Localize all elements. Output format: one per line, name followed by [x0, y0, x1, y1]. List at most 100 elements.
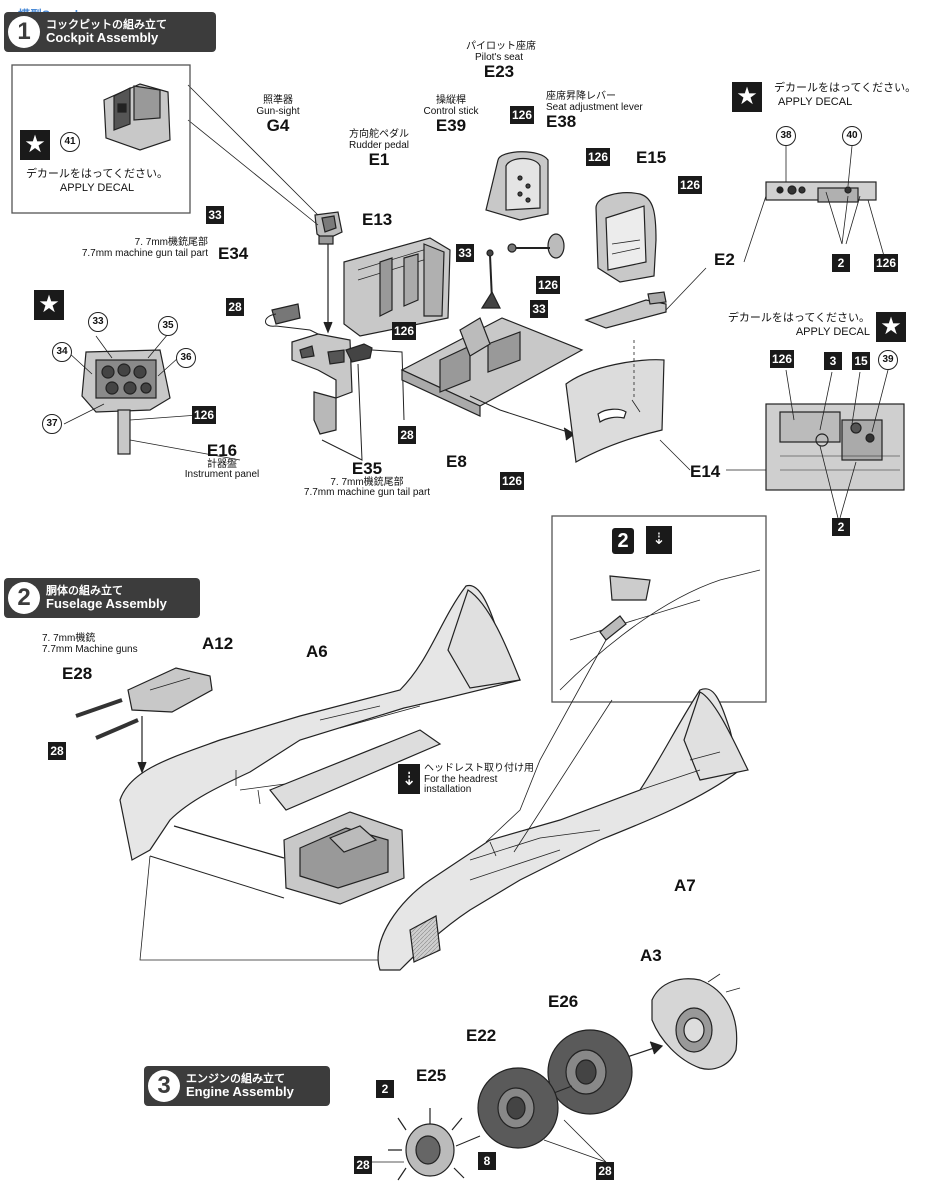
- cockpit-module: [283, 811, 405, 905]
- paint-number: 126: [392, 322, 417, 340]
- paint-number: 28: [596, 1162, 614, 1180]
- label-en: 7.7mm machine gun tail part: [81, 247, 208, 259]
- decal-note-ja: デカールをはってください。: [774, 82, 917, 94]
- e35-label: E35 7. 7mm機銃尾部 7.7mm machine gun tail pa…: [292, 460, 442, 499]
- e38-lever: [507, 233, 565, 259]
- e14-code: E14: [690, 462, 721, 481]
- decal-note-en: APPLY DECAL: [59, 181, 135, 194]
- a6-fuselage-half: [119, 584, 521, 861]
- a3-code: A3: [640, 946, 662, 965]
- label-ja: 計器盤: [207, 458, 237, 470]
- e13-code: E13: [362, 210, 393, 229]
- decal-note-en: APPLY DECAL: [795, 325, 870, 338]
- label-ja: 方向舵ペダル: [349, 129, 409, 140]
- e34-label: 7. 7mm機銃尾部 7.7mm machine gun tail part: [58, 237, 208, 259]
- a12-code: A12: [202, 634, 234, 653]
- e35-part: [345, 343, 373, 363]
- paint-number: 28: [48, 742, 66, 760]
- paint-number: 33: [530, 300, 548, 318]
- label-en: For the headrest installation: [424, 773, 498, 795]
- decal-note: デカールをはってください。 APPLY DECAL: [724, 312, 870, 340]
- step-number: 2: [8, 582, 40, 614]
- star-icon: ★: [20, 130, 50, 160]
- instrument-panel-diagram: [81, 349, 171, 455]
- gunsight-label: 照準器 Gun-sight G4: [248, 95, 308, 135]
- a3-cowl: [651, 973, 741, 1070]
- inset-leader: [187, 84, 319, 226]
- star-icon: ★: [876, 312, 906, 342]
- e34-code: E34: [218, 244, 249, 263]
- step-2-header: 2 胴体の組み立て Fuselage Assembly: [4, 578, 200, 618]
- e25-code: E25: [416, 1066, 447, 1085]
- decal-note: デカールをはってください。 APPLY DECAL: [774, 82, 916, 110]
- label-ja: ヘッドレスト取り付け用: [424, 763, 534, 774]
- label-ja: 7. 7mm機銃尾部: [134, 237, 208, 248]
- label-en: Pilot's seat: [474, 51, 524, 63]
- e8-floor: [400, 317, 584, 417]
- label-en: 7.7mm machine gun tail part: [303, 487, 431, 499]
- part-code: E1: [368, 150, 390, 169]
- paint-number: 8: [478, 1152, 496, 1170]
- decal-number: 33: [88, 312, 108, 332]
- e2-part: [584, 291, 667, 329]
- decal-note-ja: デカールをはってください。: [727, 312, 870, 324]
- paint-number: 28: [354, 1156, 372, 1174]
- e8-code: E8: [446, 452, 467, 471]
- step-title-ja: 胴体の組み立て: [46, 584, 123, 597]
- decal-number: 34: [52, 342, 72, 362]
- rudder-label: 方向舵ペダル Rudder pedal E1: [338, 129, 420, 169]
- step-1-header: 1 コックピットの組み立て Cockpit Assembly: [4, 12, 216, 52]
- decal-block: [765, 403, 905, 491]
- headrest-label: ヘッドレスト取り付け用 For the headrest installatio…: [424, 763, 534, 796]
- decal-number: 38: [776, 126, 796, 146]
- e28-label: 7. 7mm機銃 7.7mm Machine guns: [42, 633, 138, 655]
- label-ja: 照準器: [263, 95, 293, 106]
- step-title-en: Fuselage Assembly: [46, 595, 167, 611]
- e15-code: E15: [636, 148, 667, 167]
- star-icon: ★: [34, 290, 64, 320]
- paint-number: 33: [206, 206, 224, 224]
- paint-number: 126: [874, 254, 899, 272]
- label-ja: 座席昇降レバー: [546, 91, 616, 102]
- part-code: E35: [351, 459, 383, 478]
- part-code: E38: [546, 112, 577, 131]
- label-ja: パイロット座席: [466, 41, 536, 52]
- paint-number: 126: [500, 472, 525, 490]
- paint-number: 15: [852, 352, 870, 370]
- part-code: E39: [435, 116, 467, 135]
- e15-bulkhead: [595, 192, 657, 283]
- e28-guns: [75, 698, 139, 740]
- e26-code: E26: [548, 992, 579, 1011]
- seat-label: パイロット座席 Pilot's seat E23: [466, 41, 536, 81]
- decal-number: 41: [60, 132, 80, 152]
- part-code: E23: [483, 62, 515, 81]
- paint-number: 126: [192, 406, 217, 424]
- paint-number: 33: [456, 244, 474, 262]
- paint-number: 2: [832, 518, 850, 536]
- paint-number: 28: [226, 298, 244, 316]
- decal-number: 40: [842, 126, 862, 146]
- star-icon: ★: [732, 82, 762, 112]
- step-3-header: 3 エンジンの組み立て Engine Assembly: [144, 1066, 330, 1106]
- gunsight-part: [314, 211, 343, 245]
- decal-number: 39: [878, 350, 898, 370]
- a7-fuselage-half: [377, 688, 749, 971]
- label-en: 7.7mm Machine guns: [42, 643, 138, 655]
- e13-panel: [343, 237, 451, 337]
- e2-code: E2: [714, 250, 735, 269]
- part-code: E16: [206, 441, 238, 460]
- step-title-ja: コックピットの組み立て: [46, 18, 167, 31]
- e25-gear-hub: [388, 1108, 465, 1181]
- inset-step-number: 2: [612, 528, 634, 554]
- label-ja: 7. 7mm機銃尾部: [330, 476, 404, 488]
- label-en: Gun-sight: [256, 105, 300, 117]
- drill-icon: ⇣: [398, 764, 420, 794]
- e26-engine-row: [547, 1029, 633, 1115]
- label-en: Instrument panel: [184, 469, 260, 481]
- e28-code: E28: [62, 664, 93, 683]
- decal-number: 36: [176, 348, 196, 368]
- e16-mount: [291, 333, 353, 435]
- paint-number: 126: [586, 148, 611, 166]
- step-title-en: Engine Assembly: [186, 1083, 294, 1099]
